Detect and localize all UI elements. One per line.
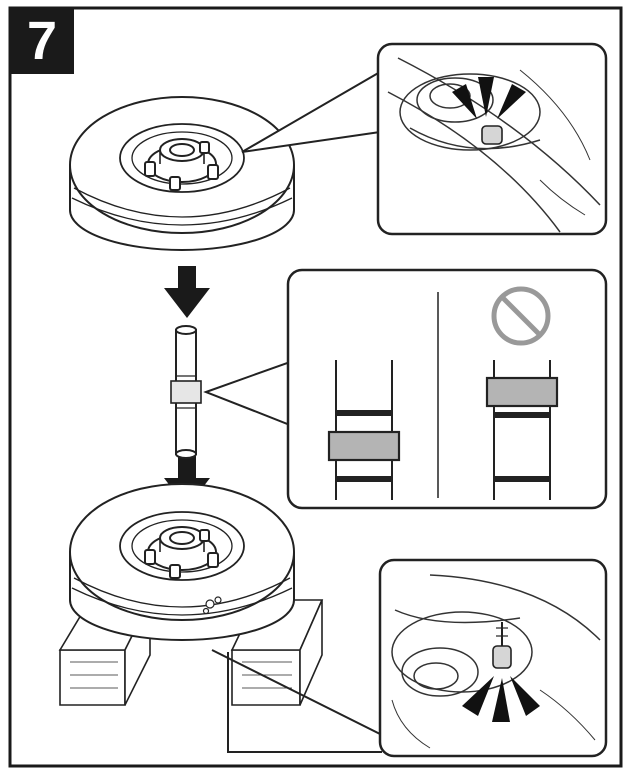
callout-pointer-middle — [203, 360, 291, 427]
center-shaft — [170, 325, 202, 459]
bolt-icon — [481, 125, 503, 145]
detail-panel-bottom — [378, 558, 608, 758]
arrow-down-icon — [164, 266, 210, 318]
lug-bolts-bottom — [144, 529, 219, 579]
callout-line-bottom — [227, 652, 382, 753]
callout-line-bottom-2 — [211, 649, 383, 736]
sleeve-wrong — [485, 376, 559, 408]
lug-bolts-top — [144, 141, 219, 191]
detail-panel-top — [376, 42, 608, 236]
callout-pointer-top — [241, 70, 381, 153]
outer-frame — [8, 6, 623, 768]
highlight-rays-top — [452, 77, 526, 119]
shaft-correct — [327, 360, 401, 500]
step-number-badge: 7 — [10, 8, 74, 74]
wheel-top — [69, 96, 295, 251]
comparison-panel — [286, 268, 608, 510]
shaft-wrong — [485, 360, 559, 500]
prohibited-icon — [491, 286, 551, 346]
sleeve-correct — [327, 430, 401, 462]
bolt-icon-bottom — [492, 622, 512, 669]
tread-mark — [202, 596, 222, 615]
highlight-rays-bottom — [462, 676, 540, 722]
wheel-bottom — [69, 483, 295, 641]
